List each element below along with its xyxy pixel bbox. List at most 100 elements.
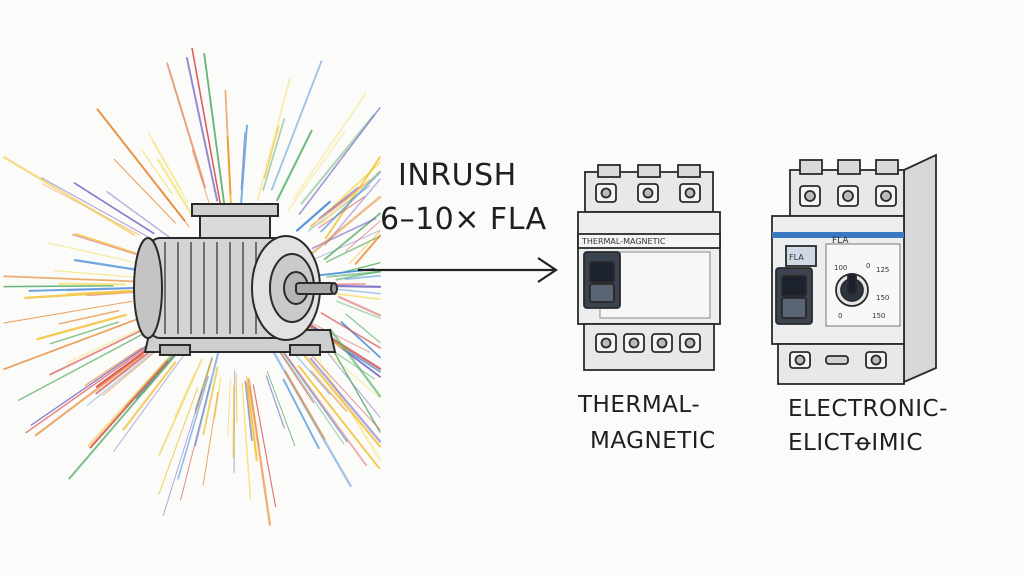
spark-stroke [241,382,252,501]
spark-stroke [291,339,382,448]
electronic-label-line2: ELICTꝋIMIC [788,430,923,456]
spark-stroke [3,300,133,324]
spark-stroke [3,310,158,371]
spark-stroke [252,384,277,508]
spark-stroke [291,350,331,395]
spark-stroke [262,118,286,191]
spark-stroke [308,195,382,257]
spark-stroke [113,347,190,452]
spark-stroke [224,89,232,195]
thermal-magnetic-label-line1: THERMAL- [578,392,701,418]
spark-stroke [25,347,147,434]
spark-stroke [292,92,367,200]
electronic-panel-text: FLA [832,236,849,246]
spark-stroke [28,286,155,292]
dial-value: 0 [866,262,870,270]
electric-motor-icon [133,203,338,356]
spark-stroke [66,328,140,364]
spark-stroke [306,320,371,353]
spark-stroke [41,177,155,241]
spark-stroke [280,347,368,467]
spark-stroke [309,357,382,443]
electronic-display-text: FLA [789,253,804,262]
spark-stroke [320,171,382,233]
spark-stroke [30,344,148,426]
spark-stroke [320,170,381,225]
spark-stroke [177,376,209,480]
spark-stroke [342,262,381,273]
spark-stroke [58,309,120,325]
spark-stroke [318,186,360,220]
spark-stroke [345,313,381,344]
spark-stroke [75,233,136,254]
spark-stroke [87,351,175,447]
spark-stroke [326,270,382,278]
spark-stroke [348,230,381,264]
inrush-spark-burst [2,47,382,526]
spark-stroke [265,375,285,429]
spark-stroke [24,289,138,300]
spark-stroke [279,347,348,443]
spark-stroke [320,312,381,349]
electronic-breaker-icon [771,153,937,385]
spark-stroke [256,78,291,202]
spark-stroke [227,379,231,438]
spark-stroke [152,141,189,204]
spark-stroke [298,106,381,215]
spark-stroke [232,385,235,458]
spark-stroke [73,259,138,271]
spark-stroke [328,343,381,433]
spark-stroke [240,132,246,190]
spark-stroke [275,344,345,445]
spark-stroke [162,388,204,516]
spark-stroke [174,372,196,419]
spark-stroke [324,156,381,240]
spark-stroke [338,295,382,317]
spark-stroke [329,328,382,398]
dial-value: 100 [834,264,847,272]
dial-value: 0 [838,312,842,320]
spark-stroke [276,129,313,202]
spark-stroke [34,353,144,437]
thermal-magnetic-breaker-icon [577,164,721,371]
inrush-label-line1: INRUSH [398,158,517,193]
spark-stroke [263,125,280,180]
spark-stroke [313,229,381,260]
spark-stroke [239,124,248,208]
spark-stroke [328,284,382,288]
spark-stroke [95,351,150,395]
spark-stroke [310,370,348,412]
spark-stroke [140,148,173,195]
dial-value: 150 [876,294,889,302]
electronic-label-line1: ELECTRONIC- [788,396,948,422]
spark-stroke [73,182,155,235]
spark-stroke [300,113,376,205]
spark-stroke [157,158,193,215]
spark-stroke [2,156,136,236]
spark-stroke [89,360,169,449]
dial-value: 125 [876,266,889,274]
spark-stroke [166,62,207,189]
spark-stroke [282,378,320,450]
inrush-label-line2: 6–10× FLA [380,202,547,237]
spark-stroke [354,234,381,265]
spark-stroke [113,158,176,224]
spark-stroke [297,365,381,470]
spark-stroke [266,371,296,447]
spark-stroke [106,190,170,238]
spark-stroke [214,377,222,419]
spark-stroke [246,382,258,462]
arrow-right-icon [358,257,558,283]
spark-stroke [158,387,199,495]
spark-stroke [247,378,272,526]
spark-stroke [84,347,142,387]
spark-stroke [122,361,177,431]
spark-stroke [203,52,226,206]
spark-stroke [36,313,127,341]
spark-stroke [194,352,220,447]
spark-stroke [345,220,381,252]
spark-stroke [17,327,155,401]
spark-stroke [96,108,186,222]
dial-value: 150 [872,312,885,320]
